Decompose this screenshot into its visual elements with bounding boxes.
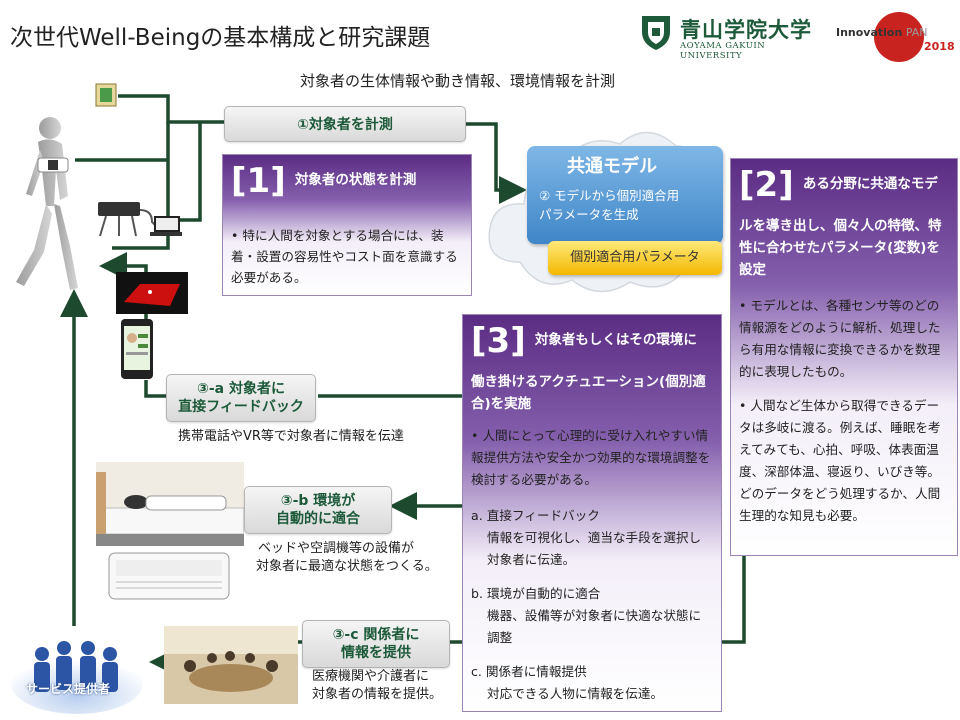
medical-meeting-icon (164, 626, 298, 704)
innovation-text: Innovation PAN (836, 26, 928, 39)
box3-heading-rest: 働き掛けるアクチュエーション(個別適合)を実施 (471, 374, 706, 412)
caption-env-line1: ベッドや空調機等の設備が (258, 541, 415, 556)
aoyama-name: 青山学院大学 (680, 17, 812, 42)
aoyama-crest-icon (642, 16, 670, 50)
innovation-japan-logo: Innovation PAN 2018 (836, 8, 960, 64)
step-measure-pill: ①対象者を計測 (224, 106, 466, 142)
caption-stake-line1: 医療機関や介護者に (312, 669, 430, 684)
projector-device-icon (98, 202, 182, 237)
aoyama-name-en: AOYAMA GAKUIN UNIVERSITY (680, 41, 766, 61)
step-3b-line1: ③-b 環境が (280, 493, 356, 509)
step-3a-line1: ③-a 対象者に (197, 381, 285, 397)
innovation-red-circle (874, 12, 924, 62)
model-generate-step: ② モデルから個別適合用パラメータを生成 (539, 188, 680, 222)
measurement-subtitle: 対象者の生体情報や動き情報、環境情報を計測 (300, 72, 616, 90)
page-title: 次世代Well-Beingの基本構成と研究課題 (10, 25, 431, 51)
service-provider-label: サービス提供者 (26, 682, 111, 696)
step-3b-line2: 自動的に適合 (276, 511, 360, 527)
box3-item-a-title: a. 直接フィードバック (471, 508, 600, 523)
walking-person-icon (16, 117, 78, 290)
box2-heading-rest: ルを導き出し、個々人の特徴、特性に合わせたパラメータ(変数)を設定 (739, 218, 942, 278)
aoyama-gakuin-logo: 青山学院大学 AOYAMA GAKUIN UNIVERSITY (636, 12, 826, 61)
individual-parameter-box: 個別適合用パラメータ (548, 241, 722, 275)
box1-number: [1] (231, 161, 286, 201)
box2-bullet-data: • 人間など生体から取得できるデータは多岐に渡る。例えば、睡眠を考えてみても、心… (739, 398, 941, 523)
box3-item-c-body: 対応できる人物に情報を伝達。 (487, 686, 664, 701)
step-direct-feedback-pill: ③-a 対象者に 直接フィードバック (166, 374, 316, 422)
caption-direct-feedback: 携帯電話やVR等で対象者に情報を伝達 (178, 429, 404, 444)
box-actuation: [3] 対象者もしくはその環境に 働き掛けるアクチュエーション(個別適合)を実施… (462, 314, 722, 712)
box-measure-state: [1] 対象者の状態を計測 • 特に人間を対象とする場合には、装着・設置の容易性… (222, 154, 472, 296)
box1-bullet: • 特に人間を対象とする場合には、装着・設置の容易性やコスト面を意識する必要があ… (231, 228, 458, 285)
step-3c-line2: 情報を提供 (341, 645, 411, 661)
bed-with-person-icon (96, 462, 244, 546)
common-model-box: 共通モデル ② モデルから個別適合用パラメータを生成 (527, 146, 723, 244)
box2-bullet-model: • モデルとは、各種センサ等のどの情報源をどのように解析、処理したら有用な情報に… (739, 298, 941, 379)
smartphone-icon (121, 319, 153, 379)
step-3c-line1: ③-c 関係者に (332, 627, 420, 643)
box3-item-b-body: 機器、設備等が対象者に快適な状態に調整 (487, 608, 702, 645)
wearable-sensor-icon (95, 83, 117, 107)
caption-stakeholders: 医療機関や介護者に 対象者の情報を提供。 (312, 668, 442, 704)
innovation-year: 2018 (924, 40, 955, 53)
step-environment-adapt-pill: ③-b 環境が 自動的に適合 (244, 486, 392, 534)
box1-heading: 対象者の状態を計測 (294, 172, 417, 188)
step-3a-line2: 直接フィードバック (178, 399, 304, 415)
box3-item-a-body: 情報を可視化し、適当な手段を選択し対象者に伝達。 (487, 530, 702, 567)
box3-bullet: • 人間にとって心理的に受け入れやすい情報提供方法や安全かつ効果的な環境調整を検… (471, 428, 711, 487)
caption-env-line2: 対象者に最適な状態をつくる。 (256, 559, 438, 574)
box2-heading-inline: ある分野に共通なモデ (802, 176, 938, 192)
box3-item-b-title: b. 環境が自動的に適合 (471, 586, 601, 601)
box2-number: [2] (739, 165, 794, 205)
box3-heading-inline: 対象者もしくはその環境に (534, 332, 697, 348)
caption-environment: ベッドや空調機等の設備が 対象者に最適な状態をつくる。 (256, 540, 438, 576)
step-inform-stakeholders-pill: ③-c 関係者に 情報を提供 (302, 620, 450, 668)
common-model-title: 共通モデル (567, 156, 657, 177)
box-common-model: [2] ある分野に共通なモデ ルを導き出し、個々人の特徴、特性に合わせたパラメー… (730, 158, 958, 556)
vr-floor-display-icon (116, 272, 188, 314)
caption-stake-line2: 対象者の情報を提供。 (312, 687, 443, 702)
box3-number: [3] (471, 321, 526, 361)
service-provider-group-icon (11, 641, 143, 714)
box3-item-c-title: c. 関係者に情報提供 (471, 664, 587, 679)
air-conditioner-icon (108, 552, 230, 600)
